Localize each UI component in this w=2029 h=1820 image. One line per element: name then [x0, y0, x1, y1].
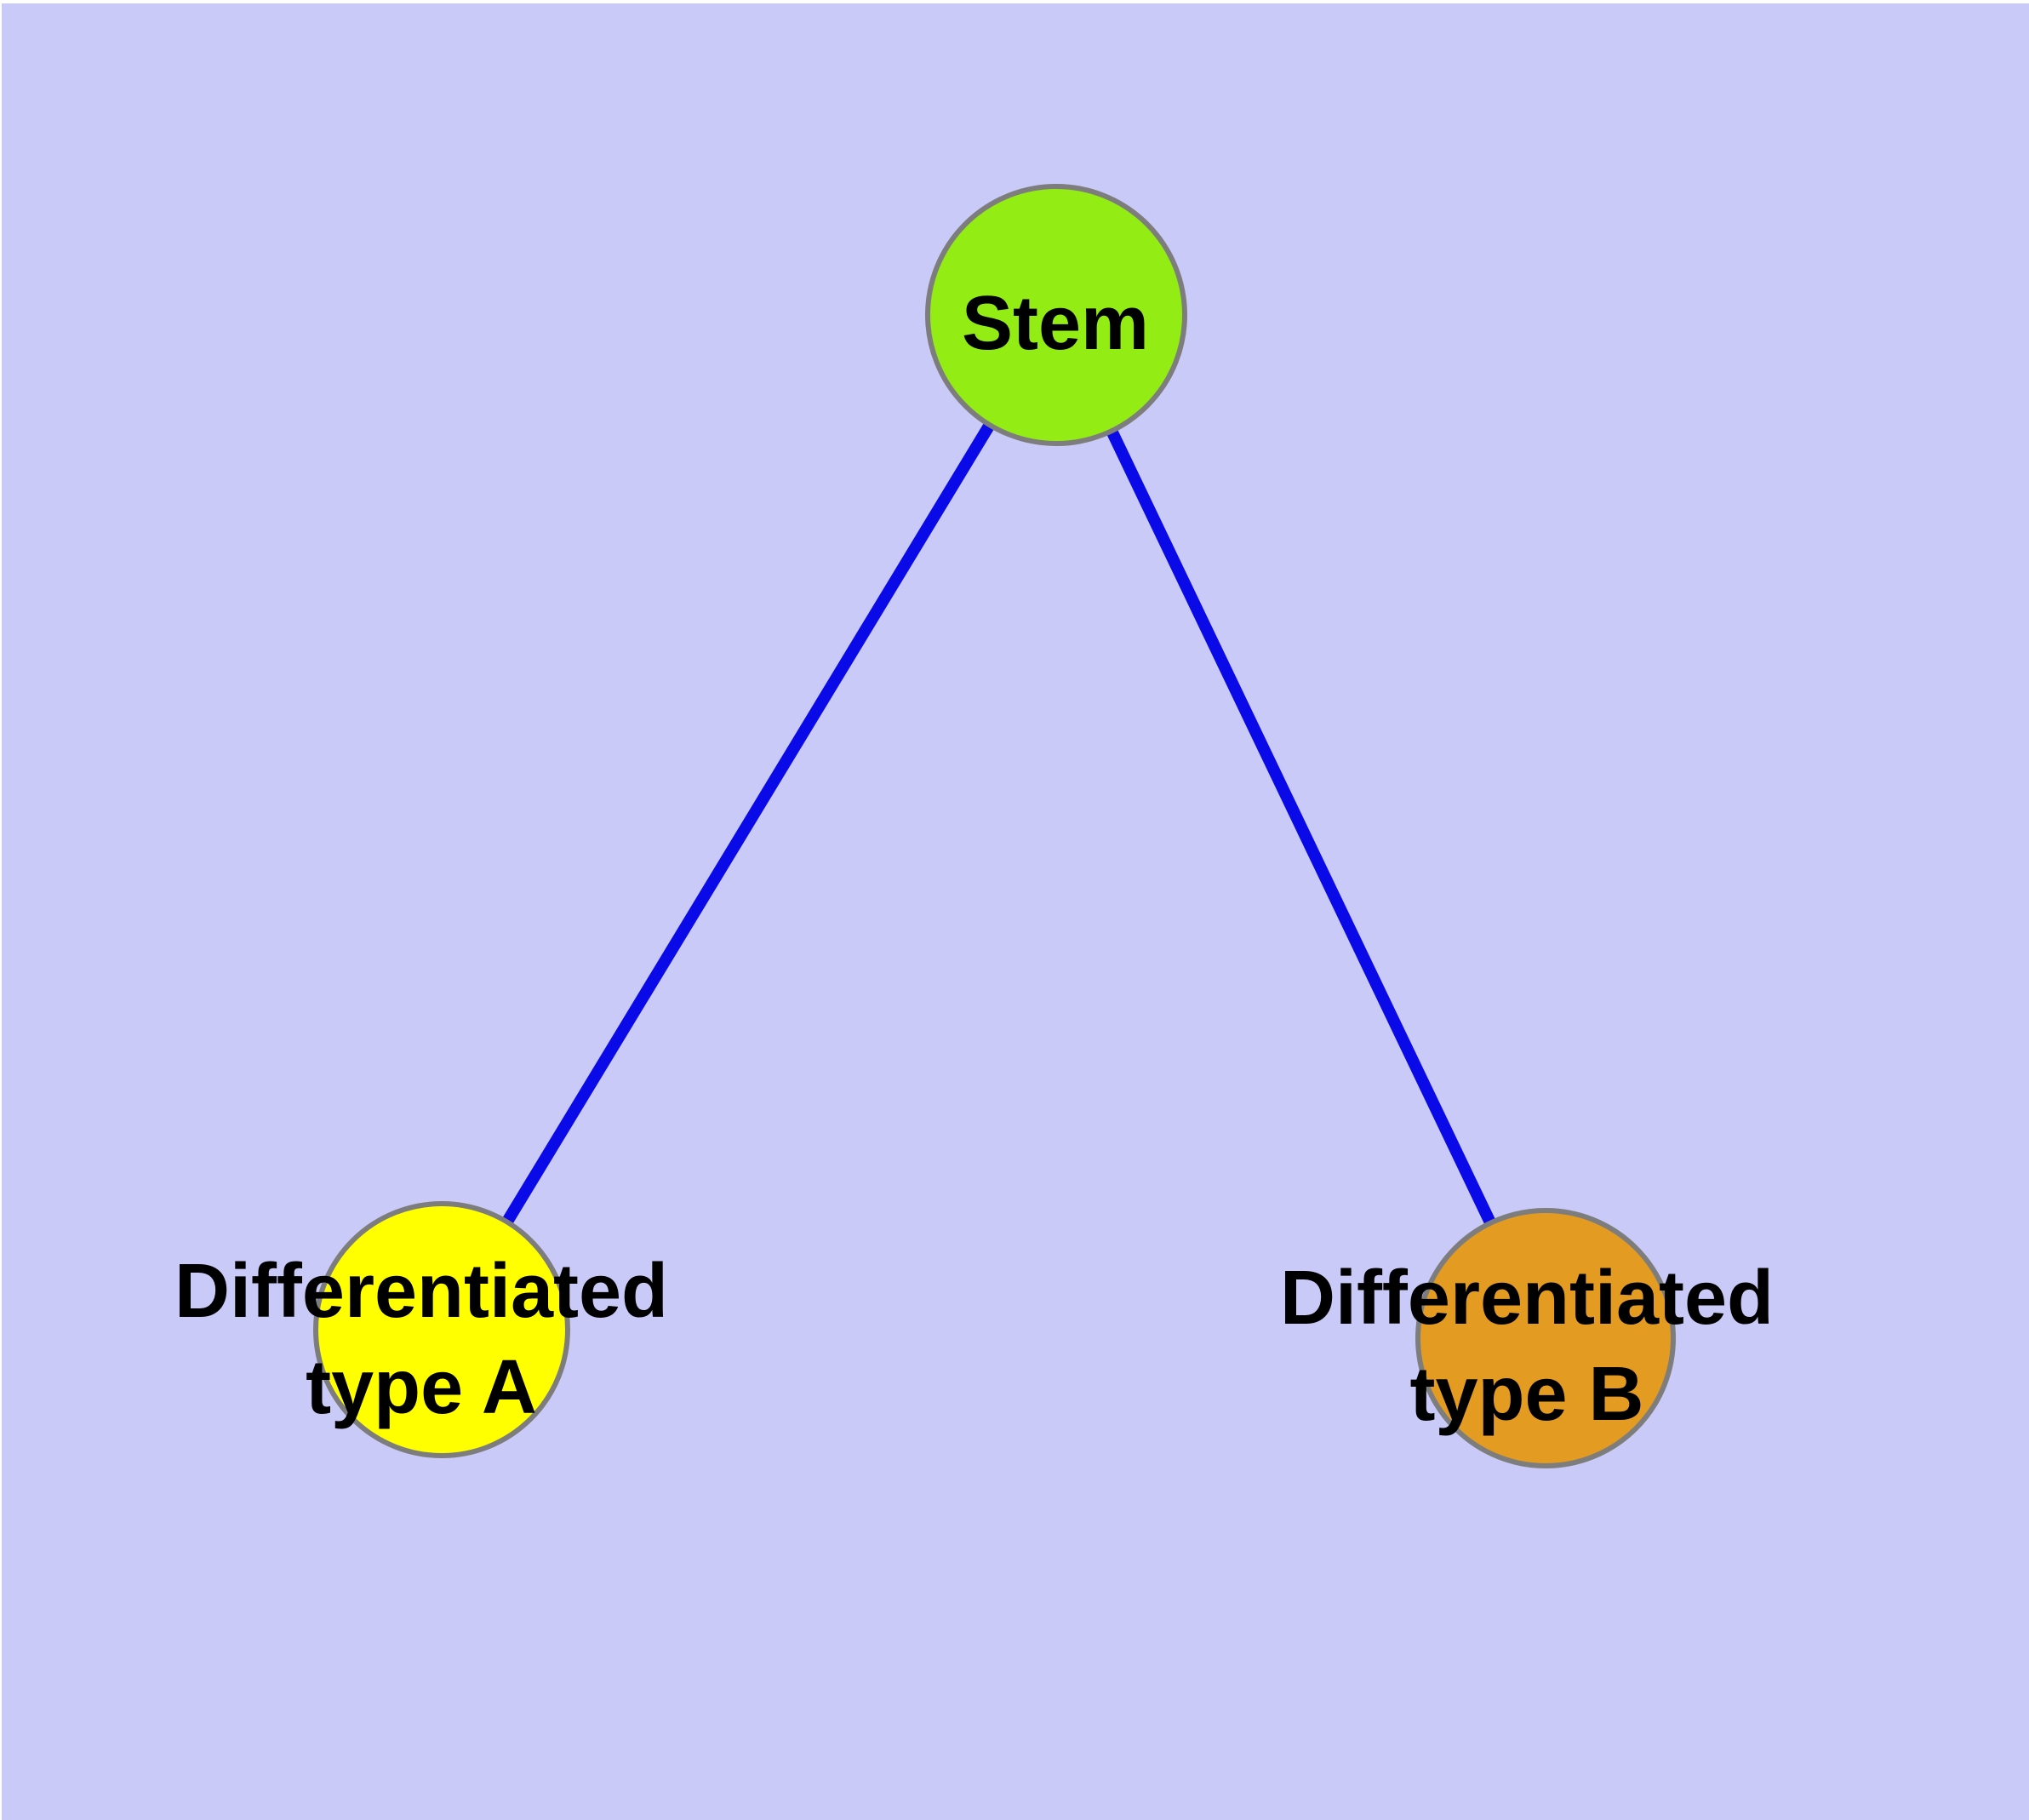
node-type-b-label-line1: Differentiated [1280, 1256, 1774, 1341]
node-type-b-label-line2: type B [1409, 1352, 1643, 1437]
edge-stem-to-type-b [1050, 312, 1552, 1342]
node-stem [925, 184, 1187, 446]
node-type-a [313, 1201, 570, 1458]
node-stem-label: Stem [962, 281, 1149, 366]
node-type-a-label-line1: Differentiated [174, 1249, 668, 1334]
edge-stem-to-type-a [437, 312, 1061, 1333]
node-type-b [1415, 1208, 1676, 1468]
node-type-a-label-line2: type A [306, 1345, 537, 1430]
